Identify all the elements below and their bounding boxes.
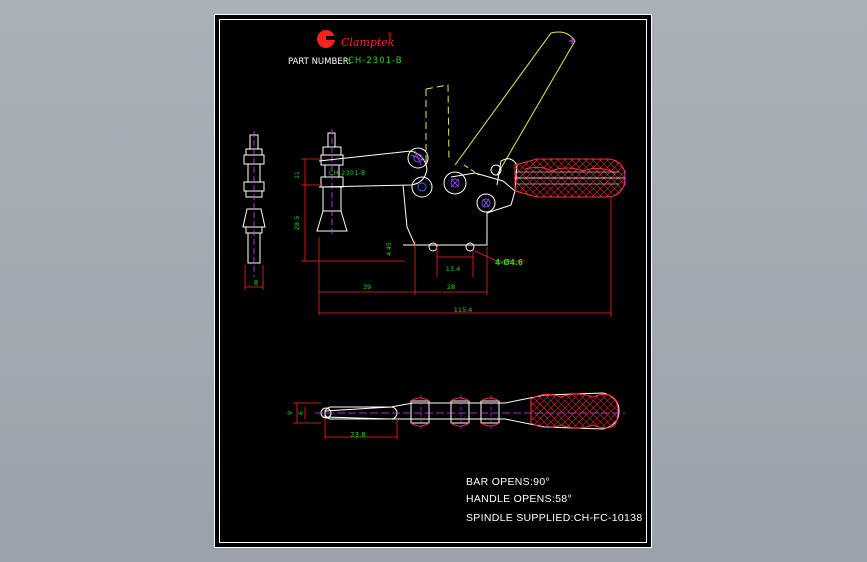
front-dimensions bbox=[301, 158, 612, 317]
spindle-side-view bbox=[242, 131, 266, 277]
clamp-arm: CH-2301-B bbox=[318, 150, 428, 188]
dim-23-8: 23.8 bbox=[350, 431, 366, 439]
top-view bbox=[315, 392, 625, 431]
dim-13-4: 13.4 bbox=[446, 265, 460, 273]
drawing-border bbox=[219, 19, 647, 543]
note-spindle-supplied: SPINDLE SUPPLIED:CH-FC-10138 bbox=[466, 512, 642, 524]
handle bbox=[514, 158, 626, 198]
pivot-pins bbox=[407, 38, 575, 252]
brand-registered-mark: ® bbox=[387, 32, 393, 39]
note-handle-opens: HANDLE OPENS:58° bbox=[466, 493, 572, 505]
svg-text:8: 8 bbox=[254, 279, 258, 287]
brand-name: Clamptek bbox=[341, 36, 395, 49]
spindle-front bbox=[316, 129, 348, 237]
dim-11: 11 bbox=[294, 171, 301, 179]
part-number-label: PART NUMBER: bbox=[288, 57, 351, 67]
base-body bbox=[402, 158, 518, 246]
dim-hole-callout: 4-Ø4.6 bbox=[495, 258, 523, 267]
dim-6: 6 bbox=[298, 411, 305, 415]
dim-39: 39 bbox=[363, 283, 371, 291]
drawing-sheet: Clamptek ® PART NUMBER: CH-2301-B bbox=[214, 14, 652, 548]
drawing-canvas: Clamptek ® PART NUMBER: CH-2301-B bbox=[242, 30, 642, 524]
dim-115-4: 115.4 bbox=[454, 306, 473, 314]
dim-28-5: 28.5 bbox=[293, 216, 301, 230]
part-number-value: CH-2301-B bbox=[348, 56, 403, 66]
dim-28: 28 bbox=[447, 283, 455, 291]
note-bar-opens: BAR OPENS:90° bbox=[466, 476, 550, 488]
dim-width-8: 8 bbox=[244, 265, 264, 290]
arm-part-label: CH-2301-B bbox=[329, 170, 366, 177]
dim-9: 9 bbox=[286, 411, 294, 415]
open-position-outline bbox=[425, 31, 576, 176]
dim-4-45: 4.45 bbox=[386, 242, 393, 256]
top-view-dimensions bbox=[293, 402, 398, 439]
spec-notes: BAR OPENS:90° HANDLE OPENS:58° SPINDLE S… bbox=[466, 476, 642, 524]
brand-logo: Clamptek ® bbox=[317, 30, 395, 49]
